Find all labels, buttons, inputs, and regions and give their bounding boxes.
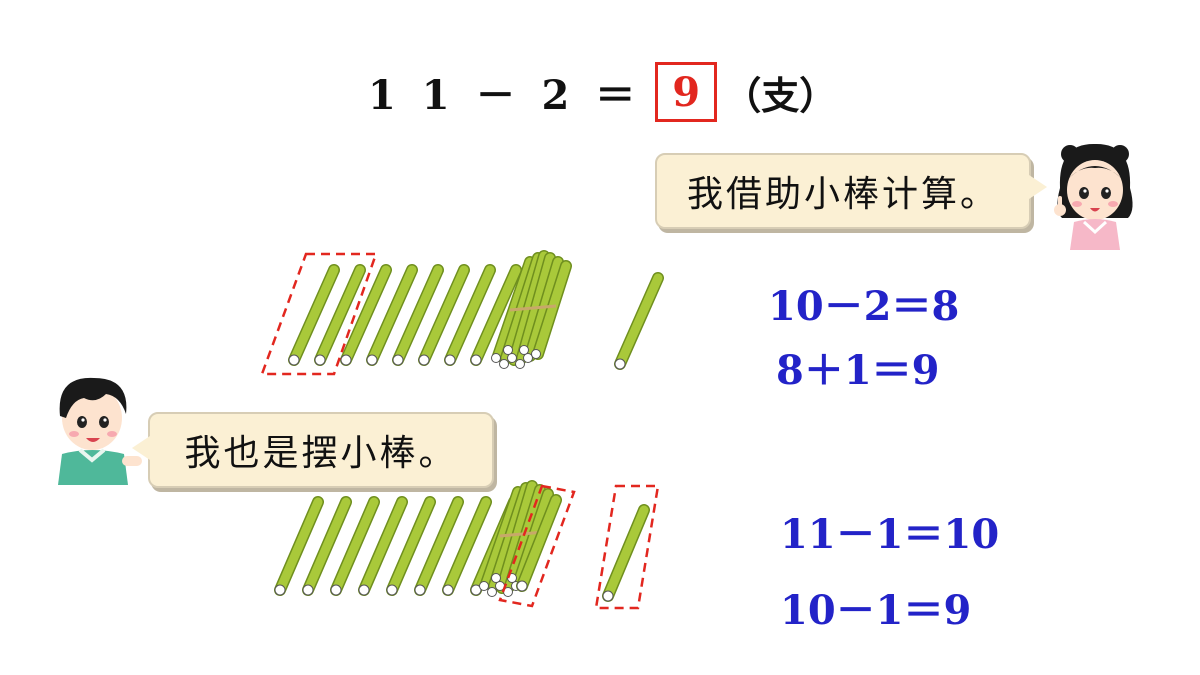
girl-equation-1: 10－2＝8 (768, 283, 960, 330)
stick (274, 496, 324, 596)
girl-speech-text: 我借助小棒计算。 (686, 174, 999, 215)
answer-box: 9 (655, 62, 718, 122)
girl-speech-bubble: 我借助小棒计算。 (655, 153, 1047, 229)
stick (392, 264, 444, 366)
stick (614, 272, 664, 370)
girl-avatar (1054, 143, 1133, 250)
stick (340, 264, 392, 366)
stick-bundle-of-ten (491, 250, 572, 369)
dashed-frame-subtract-two (260, 252, 378, 376)
stick (288, 264, 340, 366)
stick (314, 264, 366, 366)
stick (366, 264, 418, 366)
stick (302, 496, 352, 596)
boy-bubble-tail (132, 436, 150, 460)
boy-speech-text: 我也是摆小棒。 (184, 433, 458, 474)
stick (470, 264, 522, 366)
girl-equation-2: 8＋1＝9 (776, 347, 940, 394)
stick (444, 264, 496, 366)
stick (516, 494, 562, 592)
loose-sticks-group (274, 496, 520, 596)
equation-unit: （支） (723, 72, 838, 118)
top-equation: 1 1 － 2 ＝ 9 （支） (368, 60, 837, 124)
stick (602, 504, 650, 602)
boy-avatar (58, 377, 142, 485)
stick (330, 496, 380, 596)
stick (414, 496, 464, 596)
girl-bubble-tail (1029, 175, 1047, 199)
boy-speech-bubble: 我也是摆小棒。 (132, 412, 494, 488)
dashed-frame-subtract-one-b (594, 484, 660, 610)
stick (358, 496, 408, 596)
stick (386, 496, 436, 596)
girl-sticks-arrangement (260, 250, 664, 376)
equation-left-side: 1 1 － 2 ＝ (368, 72, 642, 119)
dashed-frame-subtract-one-a (498, 484, 576, 608)
boy-equation-1: 11－1＝10 (780, 511, 1000, 558)
boy-equation-2: 10－1＝9 (780, 587, 972, 634)
boy-sticks-arrangement (274, 480, 660, 610)
stick (418, 264, 470, 366)
loose-sticks-group (288, 264, 522, 366)
stick (442, 496, 492, 596)
